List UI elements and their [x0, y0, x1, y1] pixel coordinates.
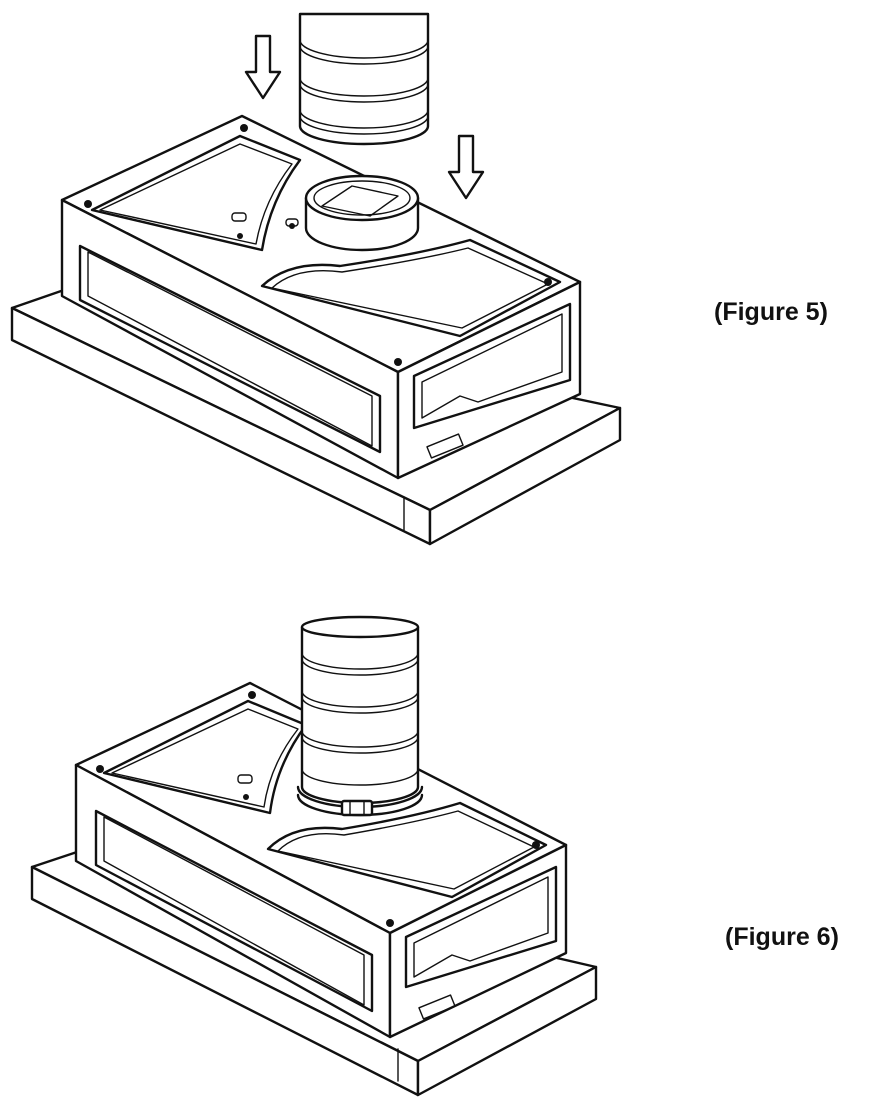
down-arrow-icon	[447, 134, 485, 200]
hood-body	[60, 114, 582, 480]
hood-body	[74, 681, 568, 1039]
duct-collar	[304, 174, 420, 252]
figure-6: (Figure 6)	[0, 549, 873, 1098]
figure-5: (Figure 5)	[10, 12, 828, 546]
figure-6-caption: (Figure 6)	[725, 923, 839, 951]
flexible-duct	[298, 12, 430, 146]
down-arrow-icon	[244, 34, 282, 100]
range-hood-diagram-duct-above	[10, 12, 622, 546]
duct-clamp	[296, 785, 424, 817]
flexible-duct	[300, 615, 420, 805]
figure-5-caption: (Figure 5)	[714, 298, 828, 326]
range-hood-diagram-duct-attached	[30, 615, 598, 1097]
